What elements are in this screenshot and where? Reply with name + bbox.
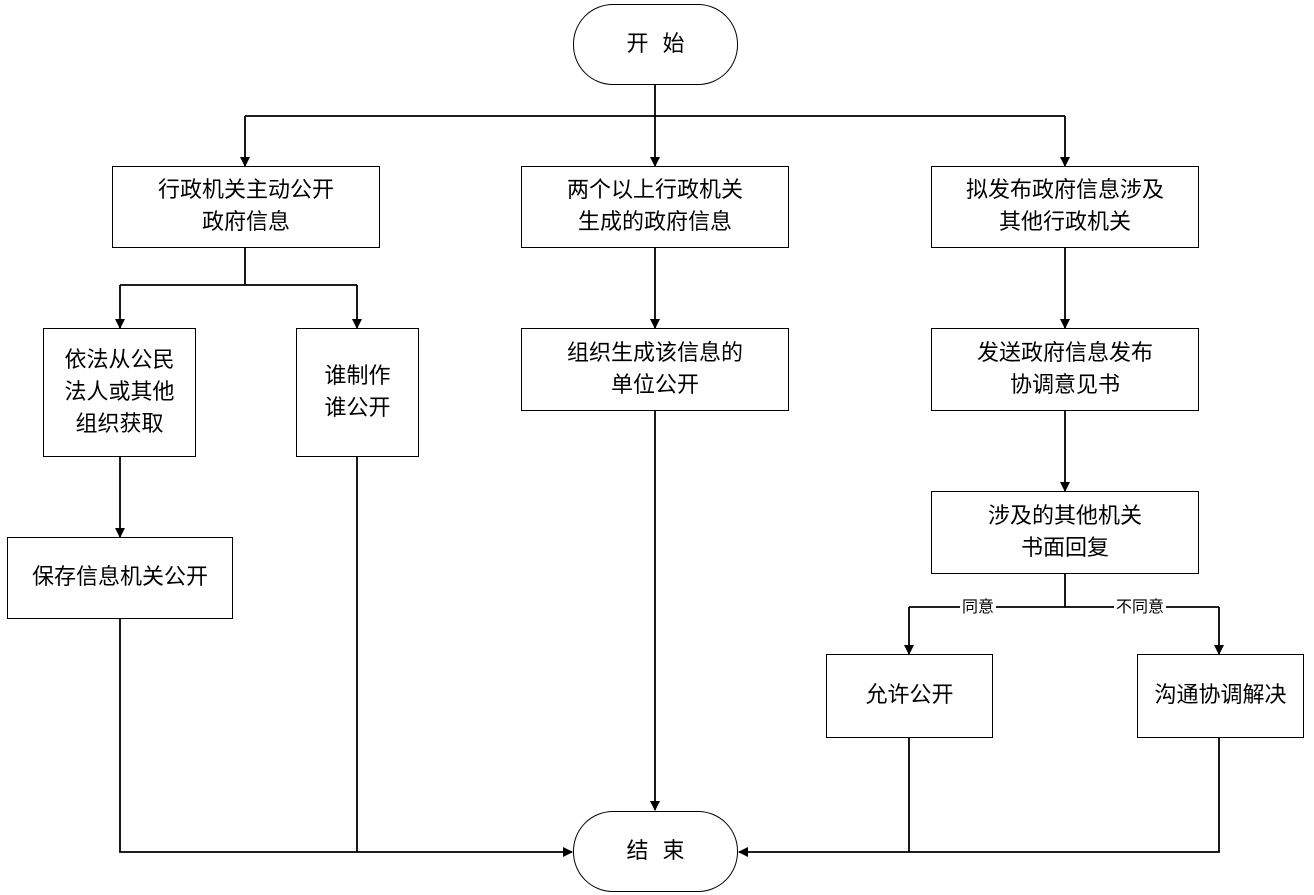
edge-communicate-to-end (738, 738, 1220, 857)
node-line: 法人或其他 (64, 379, 175, 405)
node-line: 组织生成该信息的 (566, 340, 743, 366)
node-line: 政府信息 (201, 210, 290, 235)
node-line: 涉及的其他机关 (987, 503, 1142, 529)
node-line: 生成的政府信息 (577, 210, 732, 235)
org-generating-discloses-node[interactable]: 组织生成该信息的 单位公开 (521, 328, 789, 411)
communicate-resolve-node[interactable]: 沟通协调解决 (1137, 654, 1304, 738)
edge-label-agree: 同意 (960, 597, 997, 616)
node-line: 谁制作 (324, 363, 391, 389)
node-line: 协调意见书 (1009, 372, 1120, 398)
who-makes-discloses-node[interactable]: 谁制作 谁公开 (296, 328, 419, 457)
written-reply-node[interactable]: 涉及的其他机关 书面回复 (931, 491, 1199, 574)
node-line: 依法从公民 (64, 347, 175, 373)
multi-agency-node[interactable]: 两个以上行政机关 生成的政府信息 (521, 166, 789, 248)
active-disclosure-node[interactable]: 行政机关主动公开 政府信息 (112, 166, 380, 248)
node-line: 组织获取 (75, 411, 164, 437)
obtained-from-public-node[interactable]: 依法从公民 法人或其他 组织获取 (43, 328, 196, 457)
edge-label-disagree: 不同意 (1114, 597, 1167, 616)
node-line: 保存信息机关公开 (31, 565, 208, 590)
end-node[interactable]: 结 束 (573, 811, 738, 892)
send-coordination-letter-node[interactable]: 发送政府信息发布 协调意见书 (931, 328, 1199, 411)
node-line: 沟通协调解决 (1154, 683, 1287, 708)
node-line: 谁公开 (324, 395, 391, 421)
start-node[interactable]: 开 始 (573, 4, 738, 85)
node-line: 允许公开 (865, 683, 954, 708)
node-line: 两个以上行政机关 (566, 178, 743, 203)
node-line: 书面回复 (1020, 535, 1109, 561)
node-line: 其他行政机关 (998, 210, 1131, 235)
end-node-label: 结 束 (626, 838, 685, 864)
node-line: 拟发布政府信息涉及 (965, 178, 1164, 203)
keeping-agency-discloses-node[interactable]: 保存信息机关公开 (7, 537, 233, 619)
node-line: 单位公开 (610, 372, 699, 398)
edge-keeping-to-end (119, 619, 573, 857)
node-line: 行政机关主动公开 (157, 178, 334, 203)
allow-disclosure-node[interactable]: 允许公开 (826, 654, 993, 738)
involves-other-node[interactable]: 拟发布政府信息涉及 其他行政机关 (931, 166, 1199, 248)
node-line: 发送政府信息发布 (976, 340, 1153, 366)
start-node-label: 开 始 (626, 31, 685, 57)
